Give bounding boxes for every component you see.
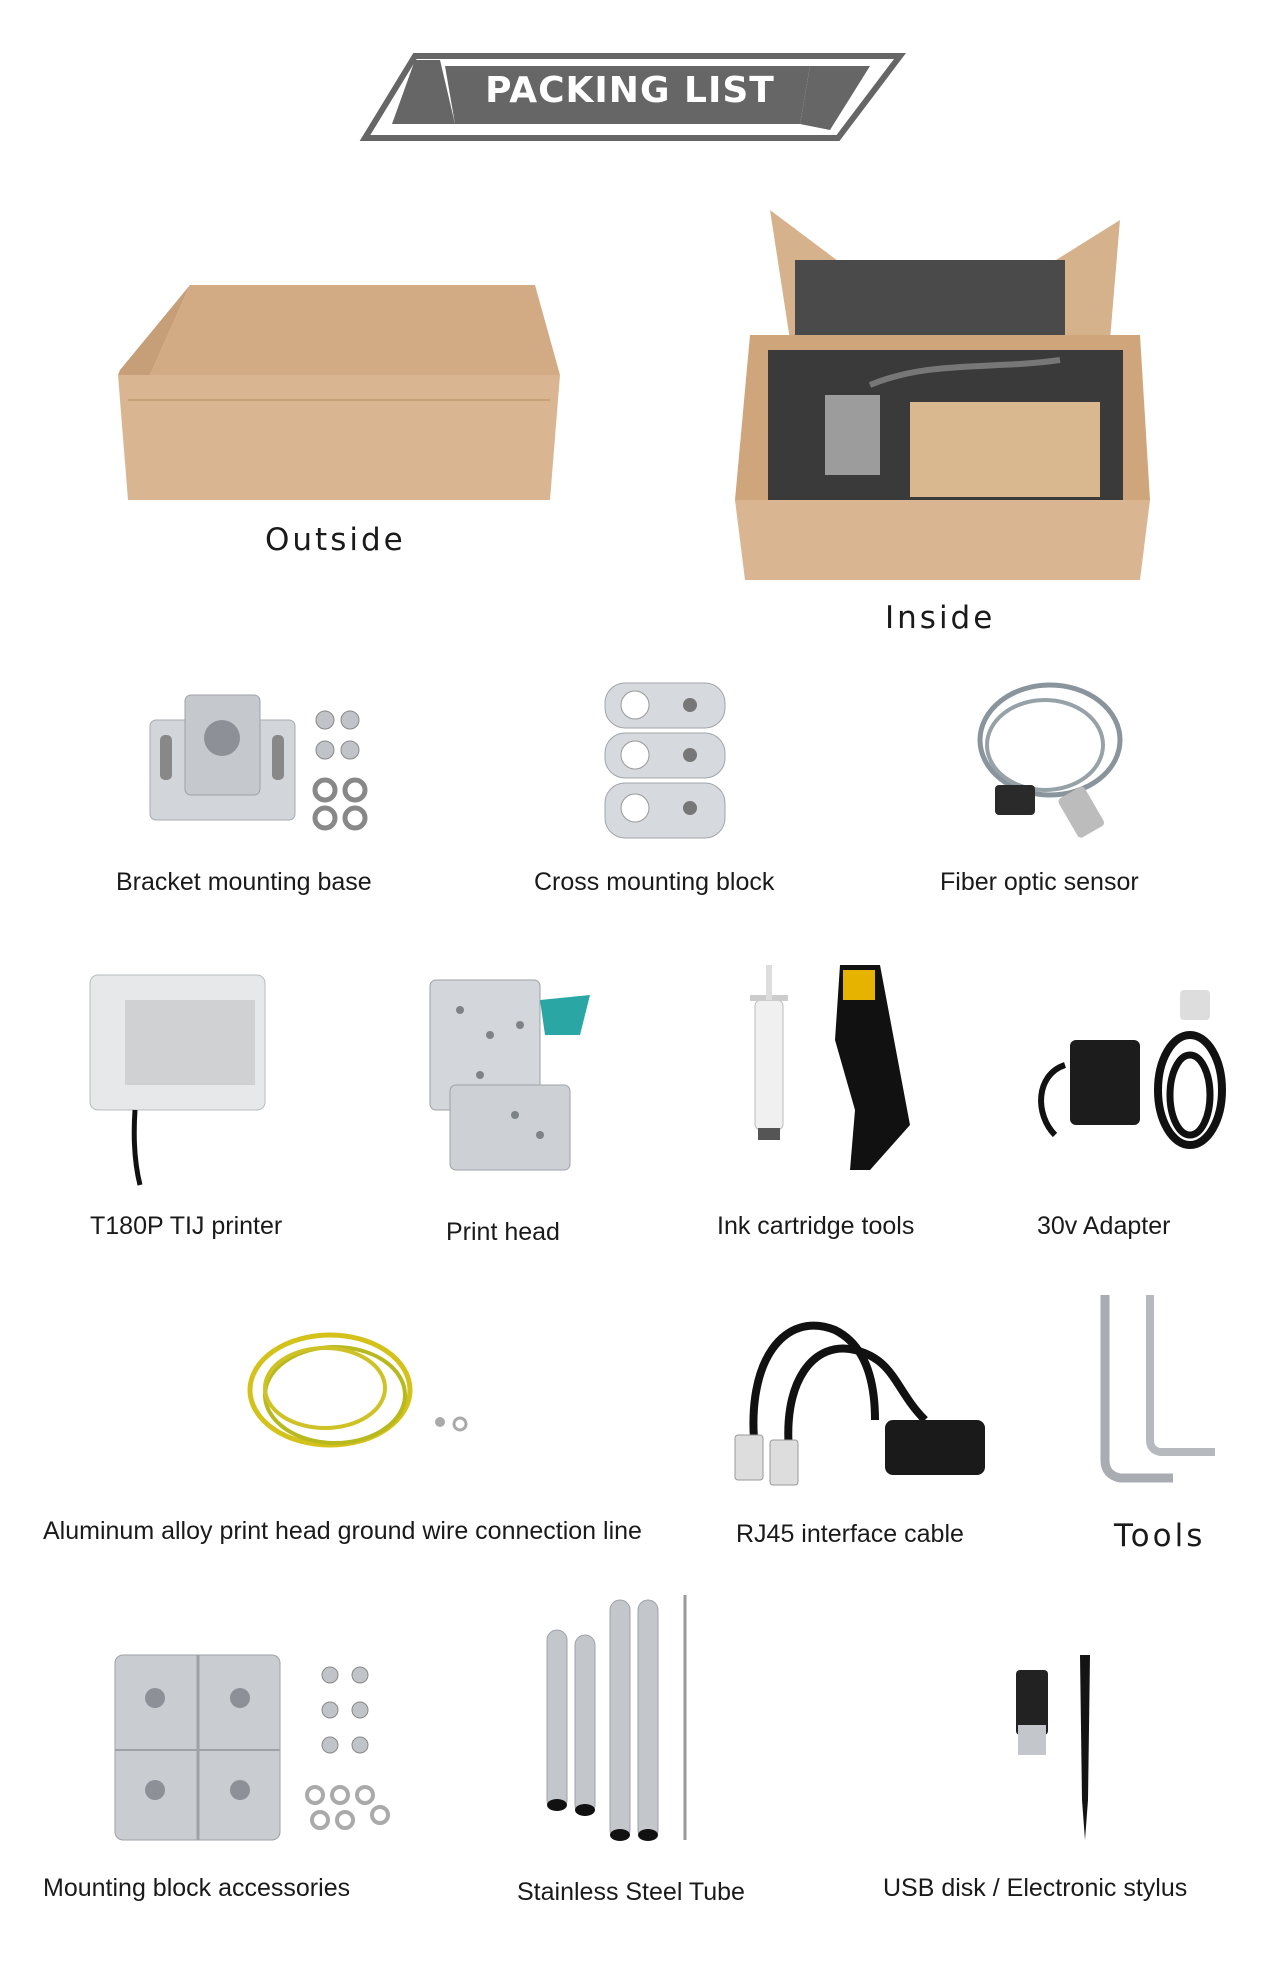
mounting-block-accessories-label: Mounting block accessories [43, 1874, 351, 1902]
tools-label: Tools [1114, 1518, 1206, 1554]
page-title: PACKING LIST [485, 70, 775, 111]
print-head-label: Print head [446, 1218, 560, 1246]
print-head-image [429, 979, 590, 1171]
fiber-optic-sensor-label: Fiber optic sensor [940, 868, 1139, 896]
rj45-cable-label: RJ45 interface cable [736, 1520, 964, 1548]
cross-mounting-block-label: Cross mounting block [534, 868, 775, 896]
mounting-block-accessories-image [114, 1654, 390, 1841]
steel-tube-label: Stainless Steel Tube [517, 1878, 745, 1906]
cross-mounting-block-image [604, 682, 726, 839]
steel-tube-image [546, 1595, 687, 1841]
printer-image [89, 974, 266, 1186]
bracket-mounting-base-image [149, 694, 368, 831]
adapter-label: 30v Adapter [1037, 1212, 1171, 1240]
adapter-image [1038, 990, 1226, 1149]
printer-label: T180P TIJ printer [90, 1212, 283, 1240]
rj45-cable-image [734, 1321, 985, 1486]
ground-wire-label: Aluminum alloy print head ground wire co… [43, 1517, 642, 1545]
inside-label: Inside [885, 600, 996, 636]
tools-image [1100, 1295, 1215, 1483]
ink-cartridge-tools-label: Ink cartridge tools [717, 1212, 915, 1240]
outside-box-image [118, 285, 560, 500]
ground-wire-image [247, 1332, 468, 1448]
inside-box-image [735, 210, 1150, 580]
ink-cartridge-tools-image [750, 965, 910, 1170]
outside-label: Outside [265, 522, 406, 558]
bracket-mounting-base-label: Bracket mounting base [116, 868, 372, 896]
usb-stylus-image [1016, 1655, 1090, 1840]
banner-shape [359, 53, 907, 141]
usb-stylus-label: USB disk / Electronic stylus [883, 1874, 1188, 1902]
header-banner: PACKING LIST [0, 0, 1280, 150]
fiber-optic-sensor-image [977, 682, 1123, 838]
